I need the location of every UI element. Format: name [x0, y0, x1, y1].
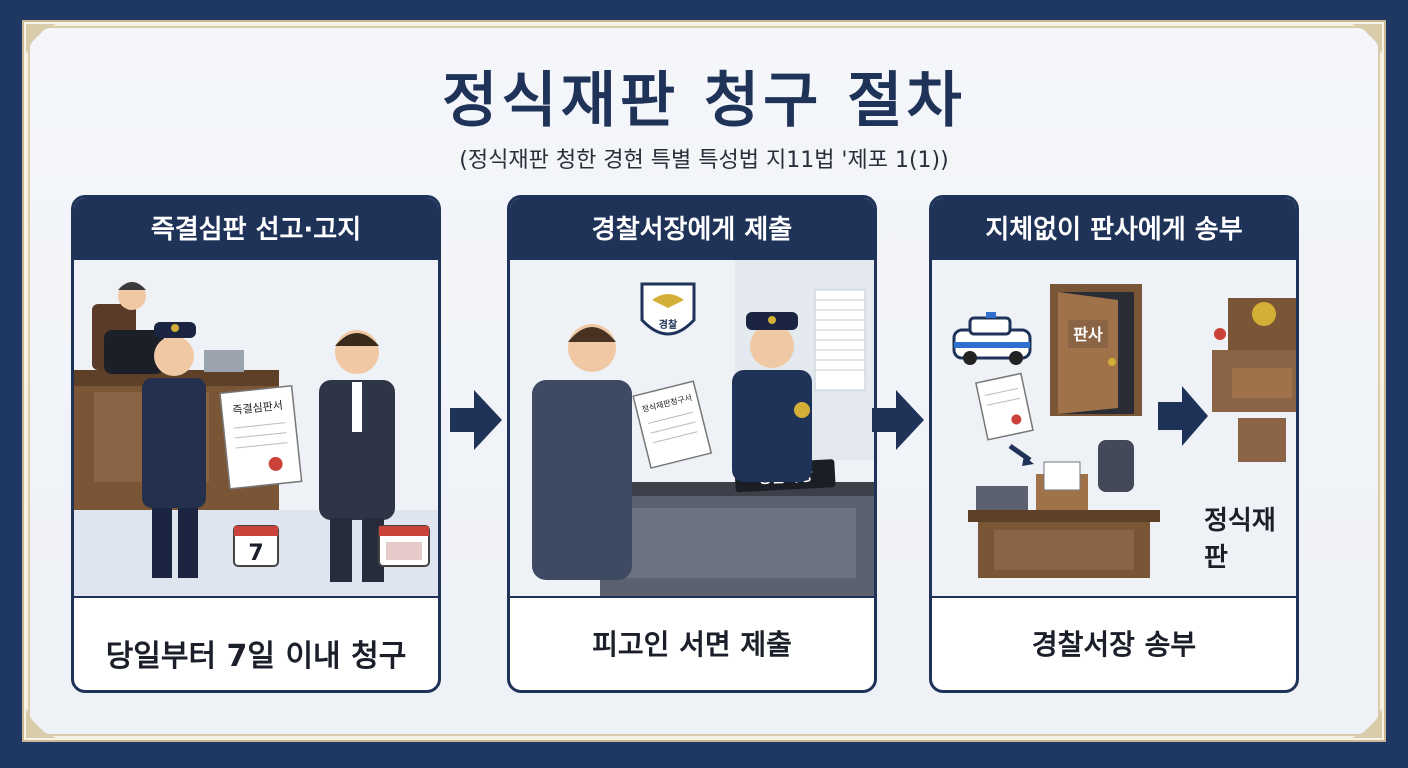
- step-3-caption: 경찰서장 송부: [1031, 627, 1197, 661]
- step-3-heading: 지체없이 판사에게 송부: [932, 198, 1296, 260]
- page-title: 정식재판 청구 절차: [442, 66, 966, 136]
- judge-door-icon: 판사: [1050, 284, 1142, 416]
- step-1-heading: 즉결심판 선고·고지: [74, 198, 438, 260]
- step-2-caption: 피고인 서면 제출: [592, 627, 792, 661]
- police-emblem-icon: 경찰: [640, 282, 696, 336]
- step-3-result-label: 정식재판: [1204, 506, 1276, 573]
- corner-ornament-bottom-left: [26, 708, 56, 738]
- calendar-icon-2: [378, 525, 430, 567]
- arrow-right-icon-2: [872, 390, 924, 450]
- corner-ornament-top-right: [1352, 24, 1382, 54]
- step-3-illustration: 판사 정식재판: [932, 260, 1296, 598]
- step-card-3: 지체없이 판사에게 송부: [929, 195, 1299, 693]
- emblem-text: 경찰: [659, 318, 678, 331]
- arrow-right-icon-3: [1158, 386, 1208, 446]
- step-1-caption: 당일부터 7일 이내 청구: [105, 638, 407, 674]
- step-2-heading: 경찰서장에게 제출: [510, 198, 874, 260]
- step-card-2: 경찰서장에게 제출 경찰: [507, 195, 877, 693]
- step-card-1: 즉결심판 선고·고지 즉결심판서: [71, 195, 441, 693]
- courtroom-icon: [1212, 298, 1296, 462]
- step-1-illustration: 즉결심판서 7: [74, 260, 438, 598]
- door-sign: 판사: [1073, 325, 1103, 344]
- corner-ornament-top-left: [26, 24, 56, 54]
- calendar-day: 7: [248, 541, 263, 566]
- step-2-illustration: 경찰 경찰서장 정식재판청구서: [510, 260, 874, 598]
- step-1-document-label: 즉결심판서: [232, 399, 284, 417]
- corner-ornament-bottom-right: [1352, 708, 1382, 738]
- page-subtitle: (정식재판 청한 경현 특별 특성법 지11법 '제포 1(1)): [459, 148, 949, 173]
- arrow-right-icon-1: [450, 390, 502, 450]
- police-car-icon: [952, 312, 1032, 365]
- calendar-icon: 7: [233, 525, 279, 567]
